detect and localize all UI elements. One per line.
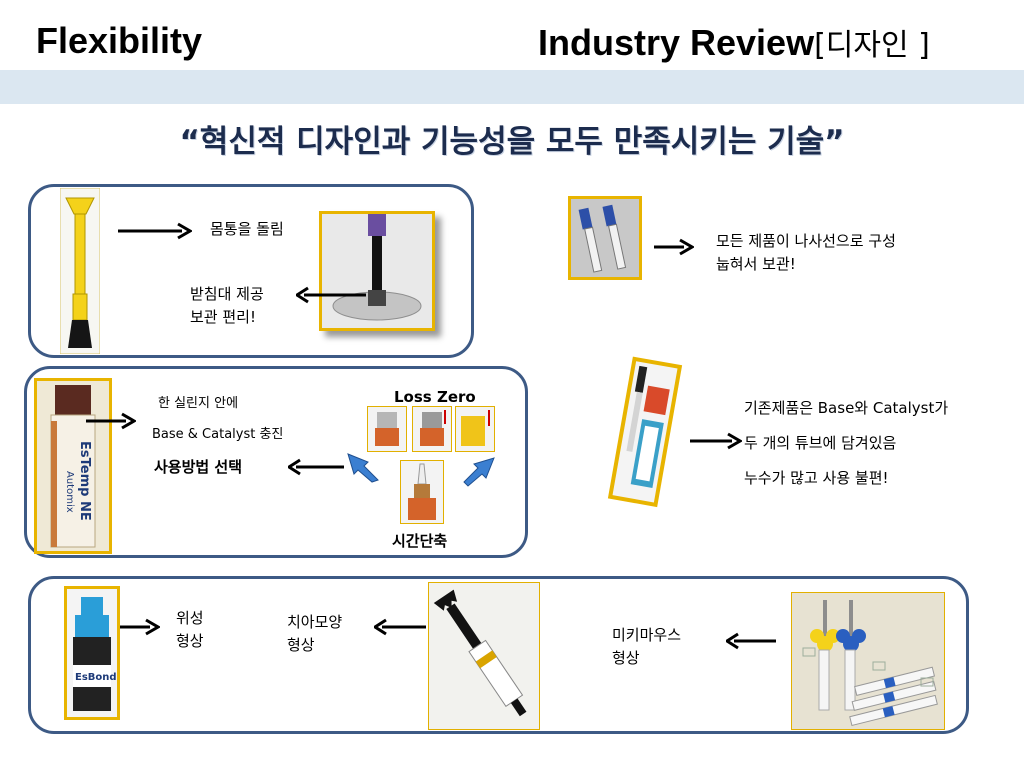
slide-subtitle: “혁신적 디자인과 기능성을 모두 만족시키는 기술” [179,124,845,160]
arrow-right-icon [120,618,160,636]
yellow-syringe-image [60,188,100,354]
estemp-syringe-image: EsTemp NE Automix [37,381,109,551]
label-screw-line2: 눕혀서 보관! [716,255,796,273]
label-old-line3: 누수가 많고 사용 불편! [744,469,889,487]
header-band [0,70,1024,104]
esbond-bottle-image: EsBond [67,589,117,717]
label-one-syringe: 한 실린지 안에 [158,396,239,411]
arrow-left-icon [726,632,776,650]
label-hygiene-line1: 위성 [176,609,204,627]
bottle-brand-text: EsBond [75,672,117,683]
arrow-left-icon [288,458,344,476]
mouse-syringes-image [791,592,945,730]
tip-image-2 [412,406,452,452]
label-tooth-line1: 치아모양 [287,613,343,631]
tooth-syringe-image [428,582,540,730]
label-old-line2: 두 개의 튜브에 담겨있음 [744,434,897,452]
label-usage-select: 사용방법 선택 [154,458,243,476]
screw-tubes-frame [568,196,642,280]
estemp-syringe-frame: EsTemp NE Automix [34,378,112,554]
label-screw-line1: 모든 제품이 나사선으로 구성 [716,232,896,250]
blue-arrow-down-left-icon [347,453,379,483]
syringe-brand-text: EsTemp NE [77,441,92,521]
section-title: Industry Review[디자인 ] [538,20,930,64]
label-base-catalyst: Base & Catalyst 충진 [152,427,284,442]
label-stand-line1: 받침대 제공 [190,285,264,303]
arrow-right-icon [118,222,192,240]
stand-photo-frame [319,211,435,331]
blue-arrow-up-right-icon [463,457,495,487]
screw-tubes-image [571,199,639,277]
label-loss-zero: Loss Zero [394,388,476,406]
label-time-saving: 시간단축 [392,532,448,550]
label-rotate: 몸통을 돌림 [210,220,284,238]
arrow-right-icon [654,238,694,256]
tip-image-4 [400,460,444,524]
label-mouse-line1: 미키마우스 [612,626,682,644]
tip-image-3 [455,406,495,452]
arrow-left-icon [374,618,426,636]
arrow-right-icon [86,412,136,430]
tip-image-1 [367,406,407,452]
label-old-line1: 기존제품은 Base와 Catalyst가 [744,399,949,417]
page-title: Flexibility [36,20,203,61]
stand-photo-image [322,214,432,328]
section-title-suffix: [디자인 ] [814,28,930,63]
label-mouse-line2: 형상 [612,649,640,667]
label-hygiene-line2: 형상 [176,632,204,650]
arrow-left-icon [296,286,366,304]
esbond-bottle-frame: EsBond [64,586,120,720]
syringe-sub-text: Automix [64,471,75,513]
label-tooth-line2: 형상 [287,636,315,654]
old-product-image [607,356,683,508]
arrow-right-icon [690,432,742,450]
label-stand-line2: 보관 편리! [190,308,256,326]
section-title-text: Industry Review [538,22,815,63]
